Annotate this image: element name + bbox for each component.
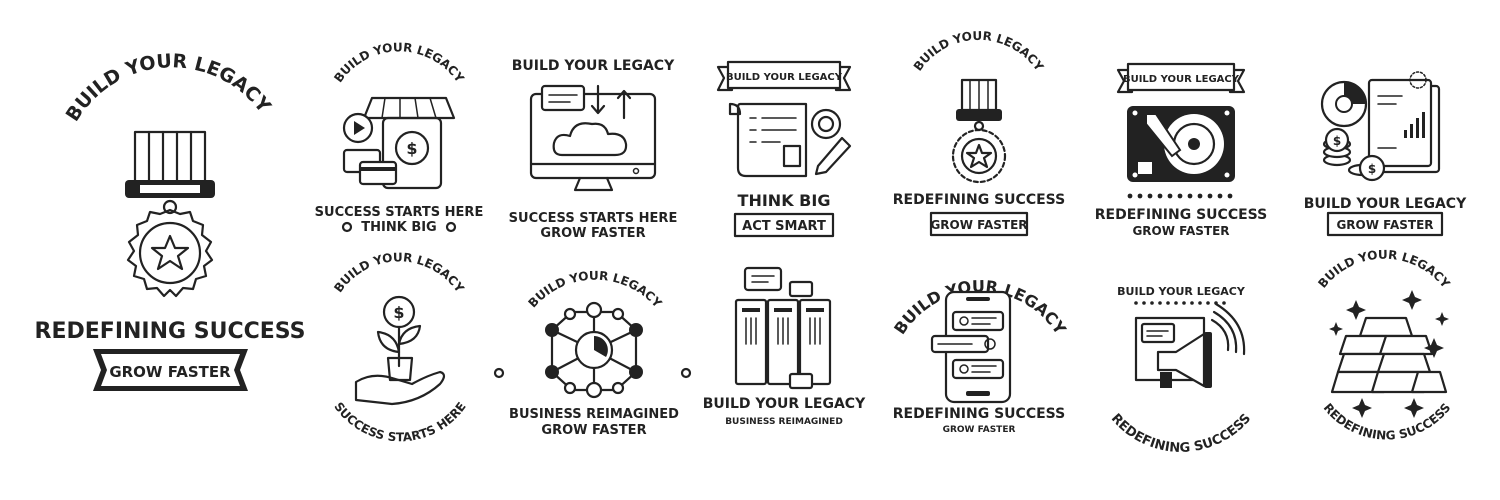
- mobile-shop-icon: $: [342, 96, 456, 190]
- badge-5-box: [929, 211, 1029, 237]
- badge-10-line-2: BUSINESS REIMAGINED: [725, 417, 843, 427]
- badge-3-line-1: SUCCESS STARTS HERE: [509, 211, 678, 226]
- badge-12: BUILD YOUR LEGACY REDEFINING SUCCESS: [1108, 285, 1254, 456]
- badge-6-line-2: GROW FASTER: [1132, 224, 1229, 238]
- network-hub-icon: [545, 301, 643, 399]
- badge-1-ribbon: GROW FASTER: [93, 349, 248, 391]
- badge-9-line-1: BUSINESS REIMAGINED: [509, 407, 679, 422]
- phone-chat-icon: [930, 290, 1012, 404]
- badge-7-box-text: GROW FASTER: [1336, 218, 1433, 232]
- badge-1-ribbon-text: GROW FASTER: [109, 363, 231, 381]
- badge-8-arc-text: BUILD YOUR LEGACY: [331, 250, 467, 295]
- badge-7: $ $ BUILD YOUR LEGACY GROW FASTER: [1304, 71, 1467, 237]
- svg-text:$: $: [393, 303, 404, 322]
- money-plant-icon: $: [354, 295, 446, 406]
- cloud-monitor-icon: [529, 84, 657, 192]
- badge-6: BUILD YOUR LEGACY REDEFINING SUCCESS GRO…: [1095, 62, 1267, 238]
- svg-text:$: $: [1368, 162, 1376, 176]
- badge-3-top-text: BUILD YOUR LEGACY: [512, 58, 675, 74]
- dot-icon: [493, 367, 505, 379]
- dotted-divider: [1127, 193, 1233, 199]
- badge-3: BUILD YOUR LEGACY SUCCESS STARTS HERE GR…: [509, 58, 678, 241]
- finance-report-icon: $ $: [1320, 71, 1441, 182]
- megaphone-icon: [1134, 302, 1246, 388]
- badge-5-line-1: REDEFINING SUCCESS: [893, 192, 1065, 208]
- badge-7-line-1: BUILD YOUR LEGACY: [1304, 196, 1467, 212]
- badge-11: BUILD YOUR LEGACY REDEFINING SUCCESS GRO…: [890, 277, 1070, 435]
- dotted-divider: [1134, 301, 1226, 305]
- badge-9: BUILD YOUR LEGACY BUSINESS REIMAGINED GR…: [509, 269, 679, 438]
- badge-8-arc-bottom-text: SUCCESS STARTS HERE: [331, 400, 468, 445]
- medal-icon: [125, 130, 215, 298]
- badge-4-ribbon: BUILD YOUR LEGACY: [716, 60, 852, 92]
- badge-4: BUILD YOUR LEGACY THINK BIG ACT SMART: [716, 60, 852, 238]
- badge-11-line-2: GROW FASTER: [943, 425, 1016, 435]
- document-search-icon: [728, 102, 852, 178]
- badge-5: BUILD YOUR LEGACY REDEFINING SUCCESS GRO…: [893, 29, 1065, 237]
- badge-11-line-1: REDEFINING SUCCESS: [893, 406, 1065, 422]
- badge-2: BUILD YOUR LEGACY $ SUCCESS STARTS HERE …: [315, 40, 484, 235]
- badge-8: BUILD YOUR LEGACY $ SUCCESS STARTS HERE: [331, 250, 468, 444]
- badge-4-box: [733, 212, 835, 238]
- badge-10-line-1: BUILD YOUR LEGACY: [703, 396, 866, 412]
- badge-5-arc-text: BUILD YOUR LEGACY: [911, 29, 1047, 74]
- badge-4-box-text: ACT SMART: [742, 219, 826, 234]
- badge-10: BUILD YOUR LEGACY BUSINESS REIMAGINED: [703, 266, 866, 427]
- medal-icon: [951, 78, 1007, 184]
- badge-5-box-text: GROW FASTER: [930, 218, 1027, 232]
- dot-icon: [680, 367, 692, 379]
- svg-text:$: $: [1333, 134, 1341, 148]
- badge-4-line-1: THINK BIG: [738, 191, 831, 210]
- dot-icon: [445, 221, 457, 233]
- badge-6-ribbon: BUILD YOUR LEGACY: [1116, 62, 1246, 94]
- badge-12-top-text: BUILD YOUR LEGACY: [1117, 285, 1246, 298]
- hard-drive-icon: [1127, 106, 1235, 182]
- badge-9-line-2: GROW FASTER: [541, 423, 646, 438]
- dot-icon: [341, 221, 353, 233]
- gold-bars-icon: [1329, 290, 1449, 418]
- badge-4-ribbon-text: BUILD YOUR LEGACY: [726, 72, 843, 83]
- badge-6-line-1: REDEFINING SUCCESS: [1095, 207, 1267, 223]
- badge-1-arc-text: BUILD YOUR LEGACY: [62, 50, 275, 125]
- badge-3-line-2: GROW FASTER: [540, 226, 645, 241]
- badge-13-arc-bottom-text: REDEFINING SUCCESS: [1321, 401, 1454, 443]
- badge-2-arc-text: BUILD YOUR LEGACY: [331, 40, 467, 85]
- svg-text:$: $: [406, 139, 417, 158]
- badge-12-arc-bottom-text: REDEFINING SUCCESS: [1108, 411, 1254, 456]
- badge-1: BUILD YOUR LEGACY REDEFINING SUCCESS GRO…: [35, 50, 306, 391]
- server-chat-icon: [734, 266, 832, 390]
- badge-2-line-1: SUCCESS STARTS HERE: [315, 205, 484, 220]
- badge-7-box: [1326, 211, 1444, 237]
- badge-1-title: REDEFINING SUCCESS: [35, 319, 306, 344]
- badge-13-arc-text: BUILD YOUR LEGACY: [1315, 248, 1452, 291]
- badge-2-line-2: THINK BIG: [361, 220, 436, 235]
- badge-13: BUILD YOUR LEGACY REDEFINING SUCCESS: [1315, 248, 1453, 443]
- badge-6-ribbon-text: BUILD YOUR LEGACY: [1123, 74, 1240, 85]
